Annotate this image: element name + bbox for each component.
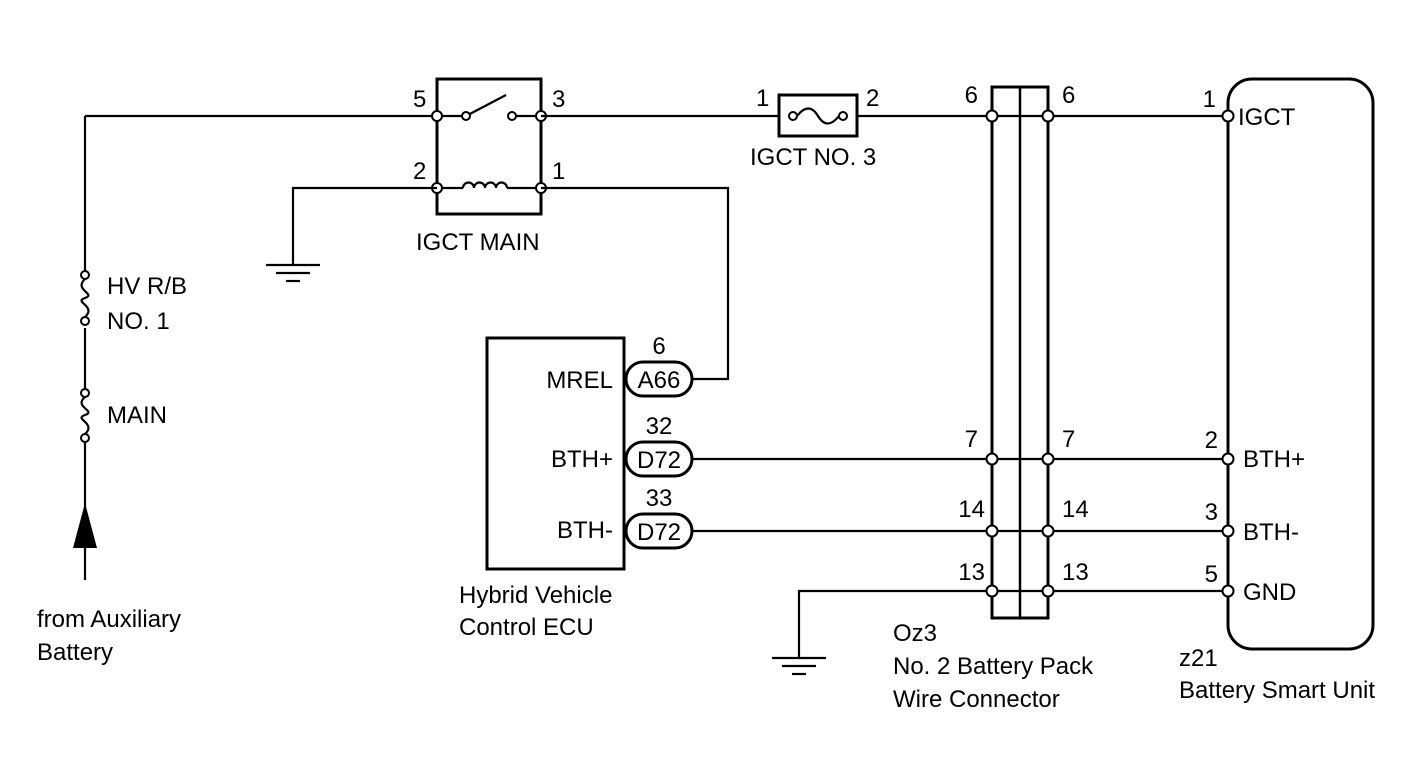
- ecu-signal-mrel: MREL: [546, 367, 613, 394]
- coil-icon: [461, 181, 509, 189]
- relay-pin-5: 5: [413, 86, 426, 113]
- fuse-igct-label: IGCT NO. 3: [750, 144, 876, 171]
- fuse-hv-rb-label-line1: HV R/B: [107, 273, 187, 300]
- bsu-pin-2: 2: [1205, 427, 1218, 454]
- ecu-pin-6: 6: [652, 333, 665, 360]
- aux-battery-label-line2: Battery: [37, 639, 113, 666]
- ecu-connector-a66: A66 6: [624, 333, 694, 398]
- ecu-name-line2: Control ECU: [459, 614, 594, 641]
- oz3-pin-6-out: 6: [1062, 82, 1075, 109]
- fuse-hv-rb-no1: HV R/B NO. 1: [78, 270, 187, 335]
- oz3-pin-13-in: 13: [958, 559, 985, 586]
- oz3-pin-14-in: 14: [958, 496, 985, 523]
- fuse-icon: [80, 396, 90, 435]
- ecu-signal-bth-minus: BTH-: [557, 517, 613, 544]
- oz3-code: Oz3: [893, 620, 937, 647]
- ecu-pin-33: 33: [646, 485, 673, 512]
- bsu-signal-gnd: GND: [1243, 579, 1296, 606]
- oz3-name-line1: No. 2 Battery Pack: [893, 653, 1094, 680]
- oz3-pin-7-out: 7: [1062, 426, 1075, 453]
- oz3-pin-7-in: 7: [965, 426, 978, 453]
- arrow-up-icon: [73, 503, 97, 548]
- fuse-main: MAIN: [78, 388, 167, 443]
- fuse-igct-pin-1: 1: [756, 85, 769, 112]
- relay-name: IGCT MAIN: [416, 229, 540, 256]
- auxiliary-battery-feed: from Auxiliary Battery: [37, 116, 181, 666]
- fuse-igct-no3: 1 2 IGCT NO. 3: [750, 85, 879, 171]
- bsu-pin-3: 3: [1205, 499, 1218, 526]
- ecu-connector-d72-bth-plus: D72 32: [624, 413, 694, 478]
- fuse-icon: [80, 278, 90, 318]
- hybrid-vehicle-control-ecu: MREL BTH+ BTH- Hybrid Vehicle Control EC…: [459, 336, 626, 641]
- connector-code-d72: D72: [637, 519, 681, 546]
- battery-smart-unit-z21: 1 IGCT 2 BTH+ 3 BTH- 5 GND z21 Battery S…: [1179, 77, 1375, 704]
- fuse-icon: [796, 107, 840, 125]
- wire-relay-to-mrel: [541, 186, 730, 381]
- switch-contact-icon: [465, 94, 507, 117]
- bsu-pin-1: 1: [1203, 86, 1216, 113]
- aux-battery-label-line1: from Auxiliary: [37, 606, 181, 633]
- oz3-pin-13-out: 13: [1062, 559, 1089, 586]
- relay-pin-1: 1: [552, 158, 565, 185]
- relay-pin-2: 2: [413, 158, 426, 185]
- fuse-hv-rb-label-line2: NO. 1: [107, 308, 170, 335]
- bsu-signal-igct: IGCT: [1238, 104, 1296, 131]
- ecu-connector-d72-bth-minus: D72 33: [624, 485, 694, 550]
- fuse-igct-pin-2: 2: [866, 85, 879, 112]
- bsu-ground: [772, 589, 1228, 676]
- bsu-signal-bth-minus: BTH-: [1243, 519, 1299, 546]
- connector-code-a66: A66: [638, 367, 681, 394]
- ecu-name-line1: Hybrid Vehicle: [459, 582, 612, 609]
- relay-ground: [266, 186, 437, 283]
- ecu-pin-32: 32: [646, 413, 673, 440]
- relay-igct-main: 5 3 2 1 IGCT MAIN: [413, 77, 565, 256]
- bsu-name: Battery Smart Unit: [1179, 677, 1375, 704]
- bsu-signal-bth-plus: BTH+: [1243, 446, 1305, 473]
- wire-connector-oz3: 6 6 7 7 14 14 13 13 Oz3 No. 2 Battery Pa…: [893, 82, 1094, 713]
- oz3-pin-6-in: 6: [965, 82, 978, 109]
- fuse-main-label: MAIN: [107, 402, 167, 429]
- bsu-pin-5: 5: [1205, 561, 1218, 588]
- relay-pin-3: 3: [552, 86, 565, 113]
- bsu-code: z21: [1179, 645, 1218, 672]
- oz3-name-line2: Wire Connector: [893, 686, 1060, 713]
- oz3-pin-14-out: 14: [1062, 496, 1089, 523]
- ecu-signal-bth-plus: BTH+: [551, 446, 613, 473]
- connector-code-d72: D72: [637, 447, 681, 474]
